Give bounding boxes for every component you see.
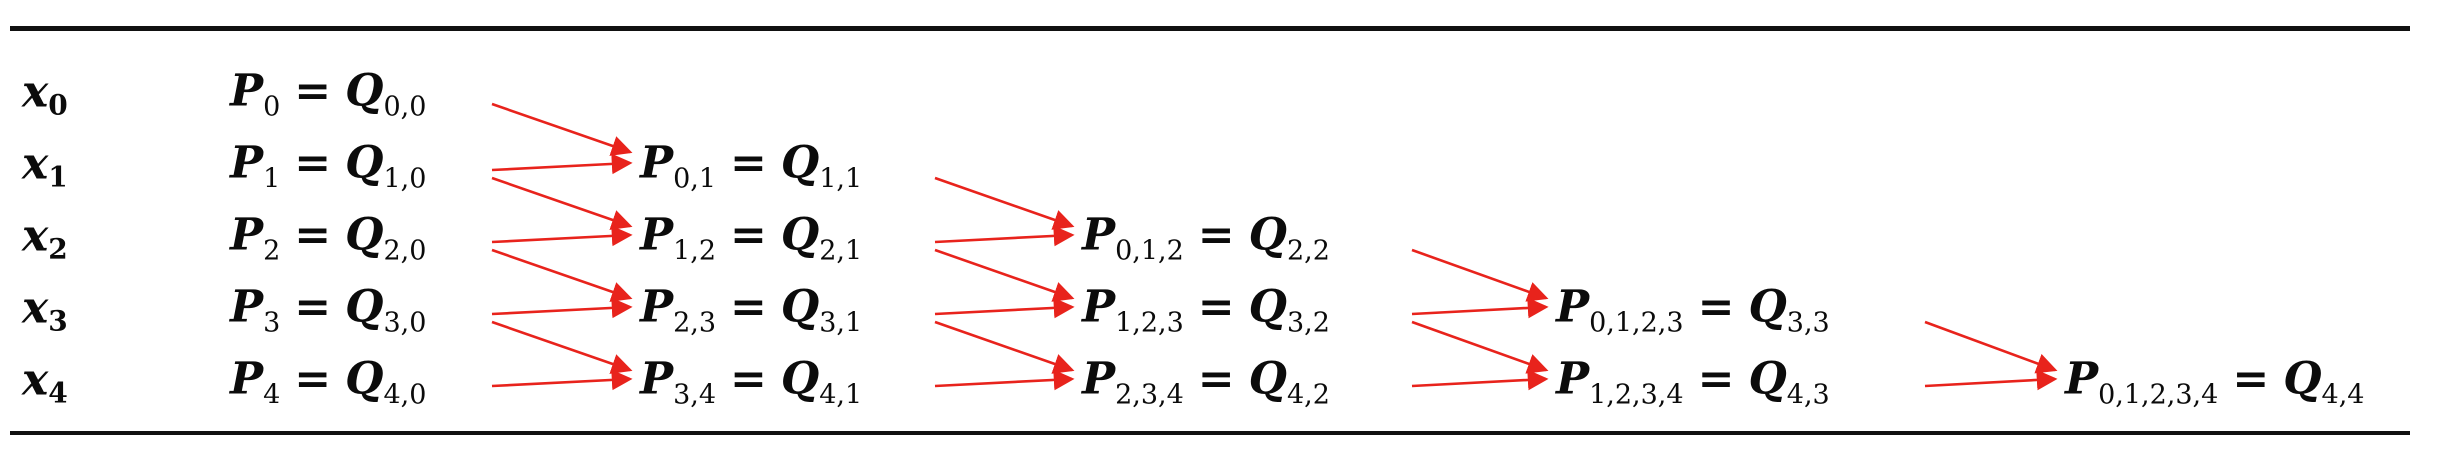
entry-col4-row4: P0,1,2,3,4=Q4,4 [2065, 353, 2365, 411]
entry-col2-row2: P0,1,2=Q2,2 [1082, 209, 1330, 267]
arrow-q21-to-p012 [934, 225, 1075, 247]
arrow-q31-to-p123 [934, 297, 1075, 319]
arrow-q20-to-p12 [491, 225, 633, 247]
arrow-q10-to-p01 [491, 153, 633, 175]
arrow-q30-to-p34 [491, 320, 633, 374]
arrow-q10-to-p12 [491, 176, 633, 230]
entry-col0-row2: P2=Q2,0 [230, 209, 427, 267]
entry-col0-row0: P0=Q0,0 [230, 65, 427, 123]
arrow-q30-to-p23 [491, 297, 633, 319]
x-label-0: x0 [22, 66, 68, 122]
arrow-q21-to-p123 [934, 248, 1075, 302]
arrow-q33-to-p01234 [1924, 320, 2058, 374]
arrow-q42-to-p1234 [1411, 369, 1549, 391]
x-label-4: x4 [22, 354, 68, 410]
entry-col1-row1: P0,1=Q1,1 [640, 137, 863, 195]
entry-col1-row4: P3,4=Q4,1 [640, 353, 863, 411]
entry-col1-row2: P1,2=Q2,1 [640, 209, 863, 267]
arrow-q11-to-p012 [934, 176, 1075, 230]
entry-col3-row3: P0,1,2,3=Q3,3 [1556, 281, 1830, 339]
arrow-q32-to-p1234 [1411, 320, 1549, 374]
arrow-q32-to-p0123 [1411, 297, 1549, 319]
entry-col2-row3: P1,2,3=Q3,2 [1082, 281, 1330, 339]
x-label-1: x1 [22, 138, 68, 194]
entry-col0-row1: P1=Q1,0 [230, 137, 427, 195]
entry-col0-row4: P4=Q4,0 [230, 353, 427, 411]
arrow-q31-to-p234 [934, 320, 1075, 374]
entry-col2-row4: P2,3,4=Q4,2 [1082, 353, 1330, 411]
arrow-q41-to-p234 [934, 369, 1075, 391]
arrow-q22-to-p0123 [1411, 248, 1549, 302]
arrow-q00-to-p01 [491, 102, 633, 156]
arrow-q43-to-p01234 [1924, 369, 2058, 391]
x-label-3: x3 [22, 282, 68, 338]
entry-col1-row3: P2,3=Q3,1 [640, 281, 863, 339]
arrow-q40-to-p34 [491, 369, 633, 391]
entry-col3-row4: P1,2,3,4=Q4,3 [1556, 353, 1830, 411]
x-label-2: x2 [22, 210, 68, 266]
table-top-rule [10, 26, 2410, 31]
entry-col0-row3: P3=Q3,0 [230, 281, 427, 339]
arrow-q20-to-p23 [491, 248, 633, 302]
table-bottom-rule [10, 431, 2410, 435]
